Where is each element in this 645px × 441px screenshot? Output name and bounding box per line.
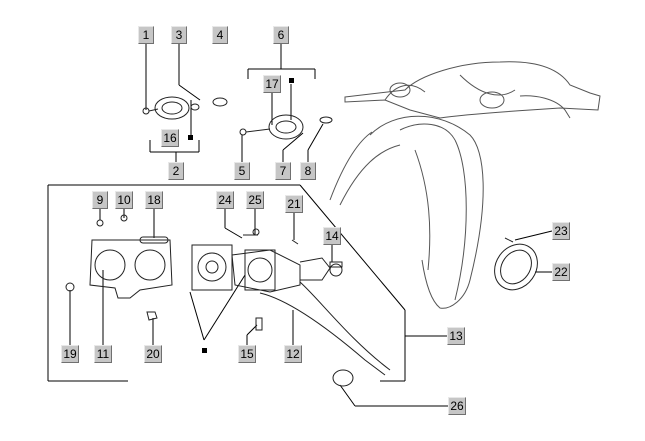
leader-lines [47, 44, 553, 407]
part-label-24[interactable]: 24 [216, 191, 234, 209]
part-label-10[interactable]: 10 [115, 191, 133, 209]
part-label-21[interactable]: 21 [285, 195, 303, 213]
part-label-13[interactable]: 13 [447, 327, 465, 345]
part-label-23[interactable]: 23 [552, 222, 570, 240]
part-label-8[interactable]: 8 [300, 162, 316, 180]
part-label-15[interactable]: 15 [238, 345, 256, 363]
part-label-18[interactable]: 18 [145, 191, 163, 209]
part-label-16[interactable]: 16 [161, 129, 179, 147]
part-label-9[interactable]: 9 [92, 191, 108, 209]
part-label-2[interactable]: 2 [168, 162, 184, 180]
part-label-4[interactable]: 4 [212, 26, 228, 44]
part-label-6[interactable]: 6 [273, 26, 289, 44]
marker-squares [188, 78, 294, 353]
part-label-3[interactable]: 3 [171, 26, 187, 44]
part-label-26[interactable]: 26 [448, 397, 466, 415]
part-label-17[interactable]: 17 [263, 75, 281, 93]
part-label-14[interactable]: 14 [323, 227, 341, 245]
part-label-11[interactable]: 11 [94, 345, 112, 363]
part-label-20[interactable]: 20 [144, 345, 162, 363]
part-label-1[interactable]: 1 [138, 26, 154, 44]
part-label-7[interactable]: 7 [275, 162, 291, 180]
part-label-25[interactable]: 25 [246, 191, 264, 209]
part-label-19[interactable]: 19 [61, 345, 79, 363]
part-label-12[interactable]: 12 [284, 345, 302, 363]
part-label-22[interactable]: 22 [552, 263, 570, 281]
part-drawings [65, 96, 538, 387]
part-label-5[interactable]: 5 [234, 162, 250, 180]
scooter-outline [329, 61, 601, 309]
